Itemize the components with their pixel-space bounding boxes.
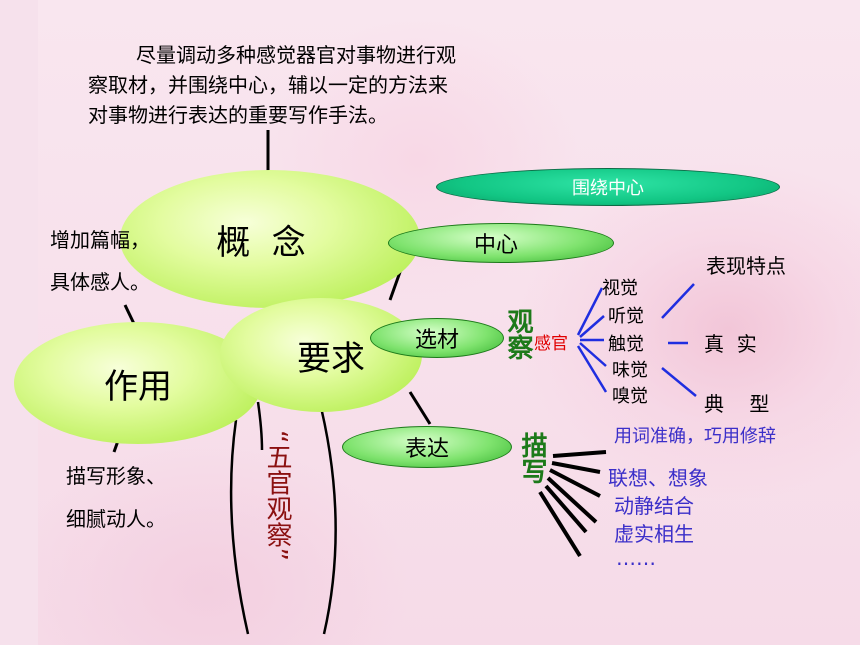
describe-label: 描写 [517,432,547,484]
line-quality-typical [661,367,697,397]
five-senses-label: “五官观察” [262,430,292,561]
line-organ-smell [576,345,608,393]
ray-1 [552,450,607,458]
definition-text: 尽量调动多种感觉器官对事物进行观 察取材，并围绕中心，辅以一定的方法来 对事物进… [88,40,528,130]
definition-line-2: 察取材，并围绕中心，辅以一定的方法来 [88,73,448,97]
concept-node: 概 念 [120,170,420,308]
ray-6 [538,490,582,558]
line-quality-feature [661,283,695,319]
quality-feature: 表现特点 [706,254,786,278]
expression-node: 表达 [342,426,512,468]
ray-5 [544,484,588,534]
method-word-choice: 用词准确，巧用修辞 [614,426,776,447]
ray-2 [551,461,601,474]
sense-sight: 视觉 [602,278,638,299]
center-label: 中心 [473,233,518,258]
method-association: 联想、想象 [608,466,708,490]
line-req-expression [408,391,432,425]
around-center-node: 围绕中心 [436,168,780,206]
function-node: 作用 [14,322,262,444]
material-label: 选材 [414,328,459,353]
concept-label: 概 念 [216,222,306,263]
function-label: 作用 [104,366,172,407]
requirement-node: 要求 [220,298,422,412]
line-organ-hearing [579,315,605,338]
note-increase-line-2: 具体感人。 [50,270,150,294]
center-node: 中心 [388,223,614,263]
note-increase-line-1: 增加篇幅， [50,228,150,252]
trunk-curve-right [316,394,337,635]
trunk-curve-left [229,419,250,635]
sense-taste: 味觉 [612,360,648,381]
requirement-label: 要求 [297,338,365,379]
method-real-virtual: 虚实相生 [614,522,694,546]
method-ellipsis: …… [616,546,656,570]
method-motion-stillness: 动静结合 [614,494,694,518]
line-organ-sight [576,287,604,336]
sense-smell: 嗅觉 [612,386,648,407]
definition-line-3: 对事物进行表达的重要写作手法。 [88,103,388,127]
expression-label: 表达 [404,437,449,462]
organ-label: 感官 [534,334,568,354]
line-organ-taste [579,342,607,367]
quality-real: 真 实 [704,332,757,356]
definition-line-1: 尽量调动多种感觉器官对事物进行观 [136,43,456,67]
around-center-label: 围绕中心 [572,178,644,199]
ray-3 [549,468,601,498]
quality-typical: 典 型 [704,392,770,416]
ray-4 [546,476,598,524]
sense-hearing: 听觉 [608,306,644,327]
trunk-left [256,401,264,451]
material-node: 选材 [370,318,504,358]
note-describe-line-2: 细腻动人。 [66,507,166,531]
sense-touch: 触觉 [608,334,644,355]
observe-label: 观察 [503,308,533,360]
note-describe-line-1: 描写形象、 [66,464,166,488]
